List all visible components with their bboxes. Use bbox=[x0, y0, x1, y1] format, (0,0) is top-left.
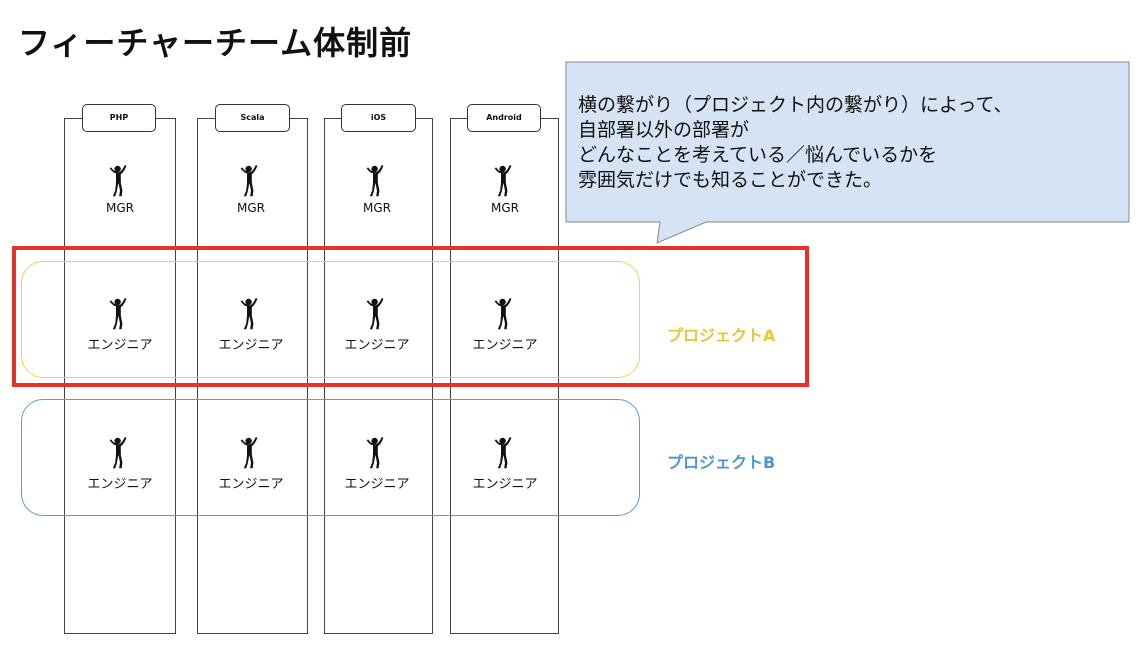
engineer-scala-project-a: エンジニア bbox=[211, 296, 291, 353]
manager-ios: MGR bbox=[352, 163, 402, 215]
role-label: MGR bbox=[106, 201, 134, 215]
project-b-label: プロジェクトB bbox=[667, 453, 776, 472]
project-a-box bbox=[21, 261, 640, 378]
role-label: エンジニア bbox=[87, 338, 153, 353]
manager-android: MGR bbox=[480, 163, 530, 215]
callout-line: どんなことを考えている／悩んでいるかを bbox=[578, 144, 938, 166]
role-label: エンジニア bbox=[344, 338, 410, 353]
team-tag-php: PHP bbox=[82, 104, 156, 132]
role-label: エンジニア bbox=[472, 477, 538, 492]
role-label: エンジニア bbox=[87, 477, 153, 492]
role-label: MGR bbox=[363, 201, 391, 215]
page-title: フィーチャーチーム体制前 bbox=[18, 24, 413, 62]
engineer-php-project-a: エンジニア bbox=[80, 296, 160, 353]
engineer-ios-project-a: エンジニア bbox=[337, 296, 417, 353]
engineer-android-project-a: エンジニア bbox=[465, 296, 545, 353]
project-a-label: プロジェクトA bbox=[667, 326, 776, 345]
callout-line: 雰囲気だけでも知ることができた。 bbox=[578, 169, 883, 191]
role-label: エンジニア bbox=[218, 477, 284, 492]
role-label: エンジニア bbox=[218, 338, 284, 353]
team-tag-android: Android bbox=[467, 104, 541, 132]
role-label: エンジニア bbox=[472, 338, 538, 353]
engineer-php-project-b: エンジニア bbox=[80, 435, 160, 492]
project-b-box bbox=[21, 399, 640, 516]
role-label: MGR bbox=[491, 201, 519, 215]
role-label: MGR bbox=[237, 201, 265, 215]
callout-line: 自部署以外の部署が bbox=[578, 119, 750, 141]
callout-line: 横の繋がり（プロジェクト内の繋がり）によって、 bbox=[578, 94, 1013, 116]
manager-php: MGR bbox=[95, 163, 145, 215]
role-label: エンジニア bbox=[344, 477, 410, 492]
manager-scala: MGR bbox=[226, 163, 276, 215]
team-tag-ios: iOS bbox=[341, 104, 416, 132]
engineer-scala-project-b: エンジニア bbox=[211, 435, 291, 492]
project-a-highlight bbox=[12, 246, 809, 387]
callout-text: 横の繋がり（プロジェクト内の繋がり）によって、 自部署以外の部署が どんなことを… bbox=[578, 93, 1126, 193]
engineer-ios-project-b: エンジニア bbox=[337, 435, 417, 492]
team-tag-scala: Scala bbox=[215, 104, 290, 132]
engineer-android-project-b: エンジニア bbox=[465, 435, 545, 492]
